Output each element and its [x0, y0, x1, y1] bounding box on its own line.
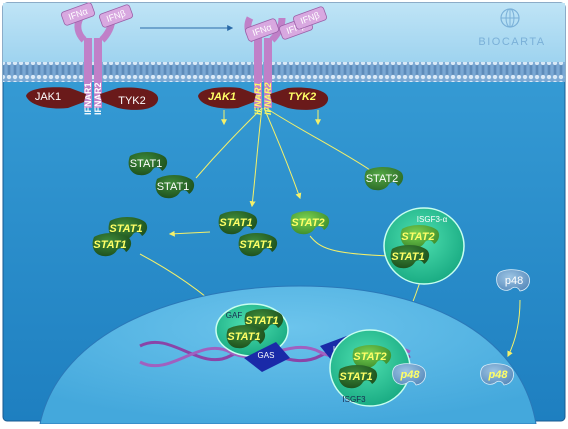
tyk2-label-left: TYK2	[118, 95, 146, 107]
stat1-dimer-center-lower: STAT1	[238, 233, 278, 257]
brand-name: BIOCARTA	[478, 36, 545, 48]
isgf3-label: ISGF3	[342, 395, 366, 404]
isgf3a-stat2-label: STAT2	[401, 231, 434, 243]
gaf-stat1-lower: STAT1	[226, 325, 266, 349]
ifnar2-chain-right	[264, 38, 272, 108]
isgf3-p48-label: p48	[400, 369, 421, 381]
stat1-dimer-center-label-b: STAT1	[239, 239, 272, 251]
jak1-kinase-right	[198, 87, 256, 109]
isgf3a-stat1: STAT1	[390, 245, 430, 269]
gas-element	[244, 342, 290, 372]
stat1-dimer-center-upper: STAT1	[218, 211, 258, 235]
ifnar1-chain-left	[84, 38, 92, 108]
ifnar2-chain-left	[94, 38, 102, 108]
ifn-beta-ligand-left: IFNβ	[99, 4, 133, 28]
ifnar2-label-right: IFNAR2	[263, 82, 273, 115]
stat2-label-right: STAT2	[366, 173, 399, 185]
p48-phos-label: p48	[488, 369, 509, 381]
stat2-phosphorylated: STAT2	[290, 211, 330, 235]
gaf-complex: GAF STAT1 STAT1 GAS	[215, 303, 290, 372]
isgf3-stat2: STAT2	[352, 345, 392, 369]
isgf3-alpha-complex: ISGF3-α STAT2 STAT1	[383, 207, 465, 285]
isgf3-stat2-label: STAT2	[353, 351, 386, 363]
arrow-to-stat2	[265, 107, 371, 171]
ifnar1-chain-right	[254, 38, 262, 108]
isgf3a-stat2: STAT2	[400, 225, 440, 249]
gaf-stat1-label-a: STAT1	[245, 315, 278, 327]
isgf3-stat1: STAT1	[338, 365, 378, 389]
stat1-monomer-b: STAT1	[155, 175, 195, 199]
stat1-dimer-left-label-a: STAT1	[109, 223, 142, 235]
biocarta-logo: BIOCARTA	[478, 8, 545, 48]
tyk2-label-right: TYK2	[288, 91, 316, 103]
receptor-left: IFNα IFNβ IFNAR1 IFNAR2 JAK1 TYK2	[26, 2, 159, 115]
jak1-label-right: JAK1	[208, 91, 236, 103]
arrow-to-stat1-pair	[195, 107, 263, 179]
isgf3-p48: p48	[392, 363, 427, 386]
stat1-dimer-center-label-a: STAT1	[219, 217, 252, 229]
logo-mark	[500, 8, 520, 28]
stat2-phos-label: STAT2	[291, 217, 324, 229]
plasma-membrane	[3, 62, 565, 82]
jak1-kinase-left	[26, 87, 86, 109]
p48-free: p48	[496, 269, 531, 292]
gaf-stat1-label-b: STAT1	[227, 331, 260, 343]
stat1-label-top-b: STAT1	[157, 181, 190, 193]
p48-phosphorylated: p48	[480, 363, 515, 386]
isgf3-alpha-label: ISGF3-α	[417, 215, 448, 224]
gas-label: GAS	[258, 351, 275, 360]
receptor-right: IFNα IFNβ IFNβ IFNAR1 IFNAR2 JAK1 TYK2	[198, 6, 329, 115]
stat1-dimer-left-lower: STAT1	[92, 233, 132, 257]
ifnar1-label-right: IFNAR1	[253, 82, 263, 115]
p48-free-label: p48	[505, 275, 523, 287]
arrow-to-stat2-phos	[263, 107, 302, 200]
arrow-to-stat1-dimer	[249, 107, 263, 208]
tyk2-kinase-left	[100, 87, 159, 110]
stat1-label-top-a: STAT1	[130, 158, 163, 170]
ifn-alpha-ligand-left: IFNα	[61, 2, 95, 26]
stat1-monomer-a: STAT1	[128, 152, 168, 176]
activation-arrows	[139, 107, 521, 379]
stat1-dimer-left-upper: STAT1	[108, 217, 148, 241]
arrow-p48-phos	[507, 299, 521, 358]
arrow-to-dimer-left	[168, 230, 211, 237]
isgf3-complex: ISRF STAT2 STAT1 p48 ISGF3	[320, 329, 427, 407]
ifn-beta-ligand-free: IFNβ	[293, 6, 327, 30]
ifnar2-label-left: IFNAR2	[93, 82, 103, 115]
isgf3-stat1-label: STAT1	[339, 371, 372, 383]
arrow-to-isgf3a	[309, 235, 394, 259]
ifnar1-label-left: IFNAR1	[83, 82, 93, 115]
gaf-label: GAF	[226, 311, 243, 320]
stat2-monomer: STAT2	[364, 167, 404, 191]
tyk2-kinase-right	[270, 87, 329, 110]
stat1-dimer-left-label-b: STAT1	[93, 239, 126, 251]
jak1-label-left: JAK1	[35, 91, 61, 103]
nucleus	[39, 285, 537, 425]
isgf3a-stat1-label: STAT1	[391, 251, 424, 263]
ifn-alpha-ligand-right: IFNα	[245, 18, 279, 42]
gaf-stat1-upper: STAT1	[244, 309, 284, 333]
